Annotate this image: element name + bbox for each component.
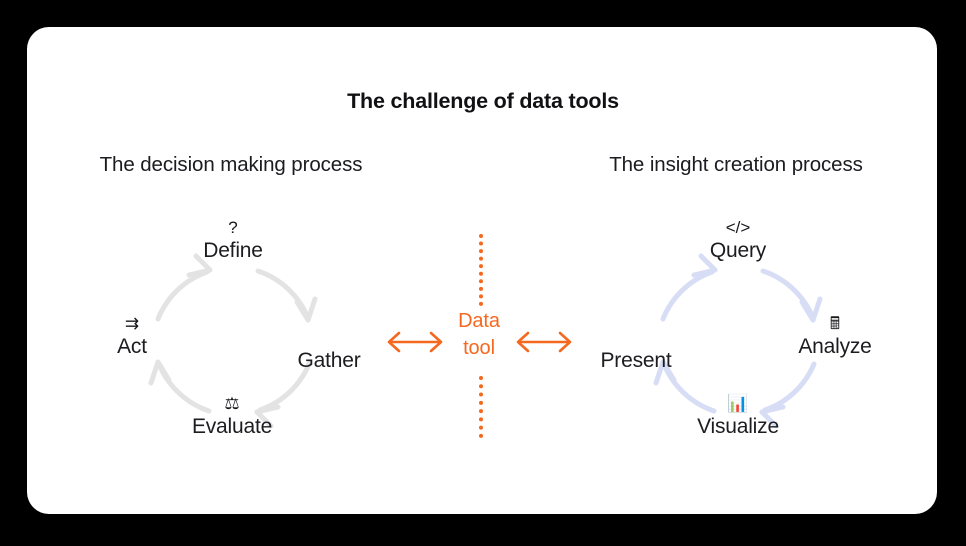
node-analyze[interactable]: 🖩 Analyze [755,314,915,360]
node-query[interactable]: </> Query [658,218,818,264]
node-present[interactable]: Present [556,328,716,374]
node-gather-label: Gather [297,349,361,372]
node-define[interactable]: ? Define [153,218,313,264]
node-analyze-label: Analyze [798,335,872,358]
node-act[interactable]: ⇉ Act [52,314,212,360]
data-tool-label-line1: Data [458,310,500,332]
arc-act-to-define [155,269,210,322]
left-exchange-arrow-icon [387,331,443,353]
scales-icon: ⚖ [224,394,240,413]
right-exchange-arrow-icon [516,331,572,353]
node-act-label: Act [117,335,147,358]
calculator-icon: 🖩 [829,314,841,333]
code-brackets-icon: </> [725,218,751,237]
node-define-label: Define [203,239,263,262]
node-visualize-label: Visualize [697,415,779,438]
node-evaluate-label: Evaluate [191,415,273,438]
right-cycle-arrows [653,253,823,429]
left-process-heading: The decision making process [99,153,363,176]
center-divider-bottom [479,376,483,438]
page-title: The challenge of data tools [347,89,619,113]
fast-forward-arrow-icon: ⇉ [124,314,140,333]
node-evaluate[interactable]: ⚖ Evaluate [152,394,312,440]
node-gather[interactable]: Gather [249,328,409,374]
node-present-label: Present [600,349,672,372]
node-query-label: Query [709,239,767,262]
left-cycle-arrows [148,253,318,429]
bar-chart-icon: 📊 [727,394,749,413]
node-visualize[interactable]: 📊 Visualize [658,394,818,440]
right-process-heading: The insight creation process [609,153,863,176]
center-divider-top [479,234,483,306]
data-tool-label-line2: tool [463,337,495,359]
data-tool-label: Data tool [429,308,529,362]
question-mark-icon: ? [228,218,238,237]
arc-present-to-query [660,269,715,322]
